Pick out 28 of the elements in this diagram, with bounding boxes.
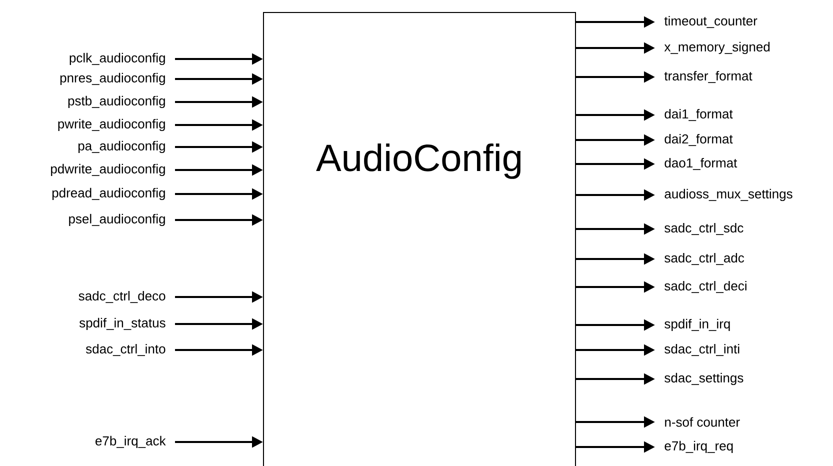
signal-label: e7b_irq_req (664, 440, 733, 454)
signal-label: n-sof counter (665, 417, 740, 427)
signal-label: sadc_ctrl_deci (664, 280, 746, 293)
signal-label: dai1_format (664, 109, 733, 121)
signal-label: sdac_ctrl_into (86, 344, 166, 356)
signal-label: pa_audioconfig (78, 140, 165, 154)
signal-label: sadc_ctrl_adc (664, 253, 744, 265)
signal-label: sadc_ctrl_sdc (664, 223, 744, 235)
signal-label: psel_audioconfig (69, 214, 165, 226)
signal-label: timeout_counter (664, 16, 758, 28)
signal-label: sdac_settings (664, 372, 744, 386)
signal-label: spdif_in_irq (664, 318, 730, 332)
signal-label: pdread_audioconfig (52, 188, 165, 200)
signal-label: transfer_format (664, 71, 752, 83)
signal-label: dao1_format (664, 158, 738, 170)
block-box: AudioConfig (263, 12, 576, 466)
signal-label: pnres_audioconfig (60, 72, 165, 86)
signal-label: pdwrite_audioconfig (51, 164, 165, 176)
signal-label: sadc_ctrl_deco (78, 290, 166, 303)
signal-label: sdac_ctrl_inti (664, 344, 740, 356)
signal-label: pclk_audioconfig (70, 52, 165, 66)
signal-label: e7b_irq_ack (96, 436, 166, 448)
signal-label: pwrite_audioconfig (58, 118, 165, 132)
signal-label: spdif_in_status (79, 318, 166, 330)
signal-label: dai2_format (664, 134, 733, 146)
signal-label: audioss_mux_settings (664, 188, 792, 202)
signal-label: pstb_audioconfig (68, 96, 165, 108)
signal-label: x_memory_signed (664, 42, 770, 54)
